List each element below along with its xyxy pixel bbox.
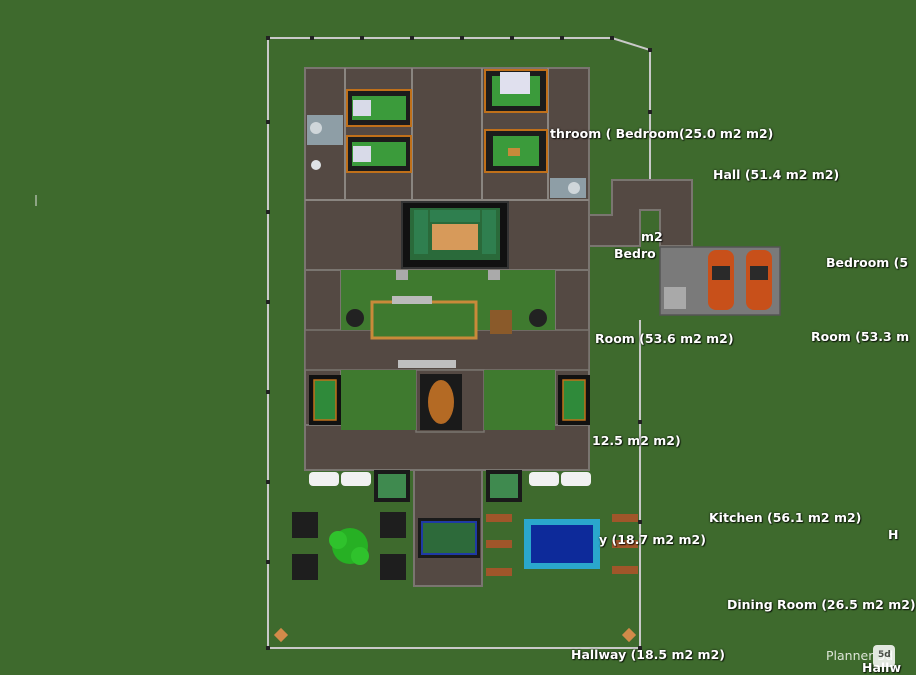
room-label-kitchen[interactable]: Kitchen (56.1 m2 m2)	[709, 510, 862, 525]
room-label-room-536[interactable]: Room (53.6 m2 m2)	[595, 331, 734, 346]
bathroom-right	[550, 178, 586, 198]
room-label-right-edge-h[interactable]: H	[888, 527, 899, 542]
porch-carpet	[418, 518, 480, 558]
benches	[486, 514, 638, 576]
garden-tables	[292, 512, 406, 580]
plot-fence	[268, 37, 651, 180]
room-label-bedroom-fragment[interactable]: Bedro	[614, 246, 656, 261]
room-label-125[interactable]: 12.5 m2 m2)	[592, 433, 681, 448]
chair-icon	[309, 470, 591, 502]
bed-icon	[346, 69, 548, 173]
garden-lamps	[273, 627, 637, 643]
room-label-187[interactable]: y (18.7 m2 m2)	[599, 532, 706, 547]
room-label-dining-room[interactable]: Dining Room (26.5 m2 m2)	[727, 597, 916, 612]
room-label-room-533[interactable]: Room (53.3 m	[811, 329, 910, 344]
room-label-hallway-185[interactable]: Hallway (18.5 m2 m2)	[571, 647, 725, 662]
room-label-hall[interactable]: Hall (51.4 m2 m2)	[713, 167, 840, 182]
dining-table	[420, 374, 462, 430]
bathroom-left	[307, 115, 343, 170]
sofa-icon	[401, 201, 509, 269]
car-icon	[708, 250, 772, 310]
carpets	[309, 375, 590, 425]
table-icon	[346, 270, 547, 368]
room-label-bathroom-bedroom[interactable]: throom ( Bedroom(25.0 m2 m2)	[550, 126, 774, 141]
planner5d-logo-text: 5d	[878, 650, 891, 660]
tree-icon	[329, 528, 369, 565]
planner5d-logo-icon: 5d	[873, 645, 895, 667]
pool-icon	[524, 519, 600, 569]
fence-posts	[266, 36, 652, 650]
room-label-bedroom-right[interactable]: Bedroom (5	[826, 255, 909, 270]
room-label-m2-fragment[interactable]: m2	[641, 229, 663, 244]
